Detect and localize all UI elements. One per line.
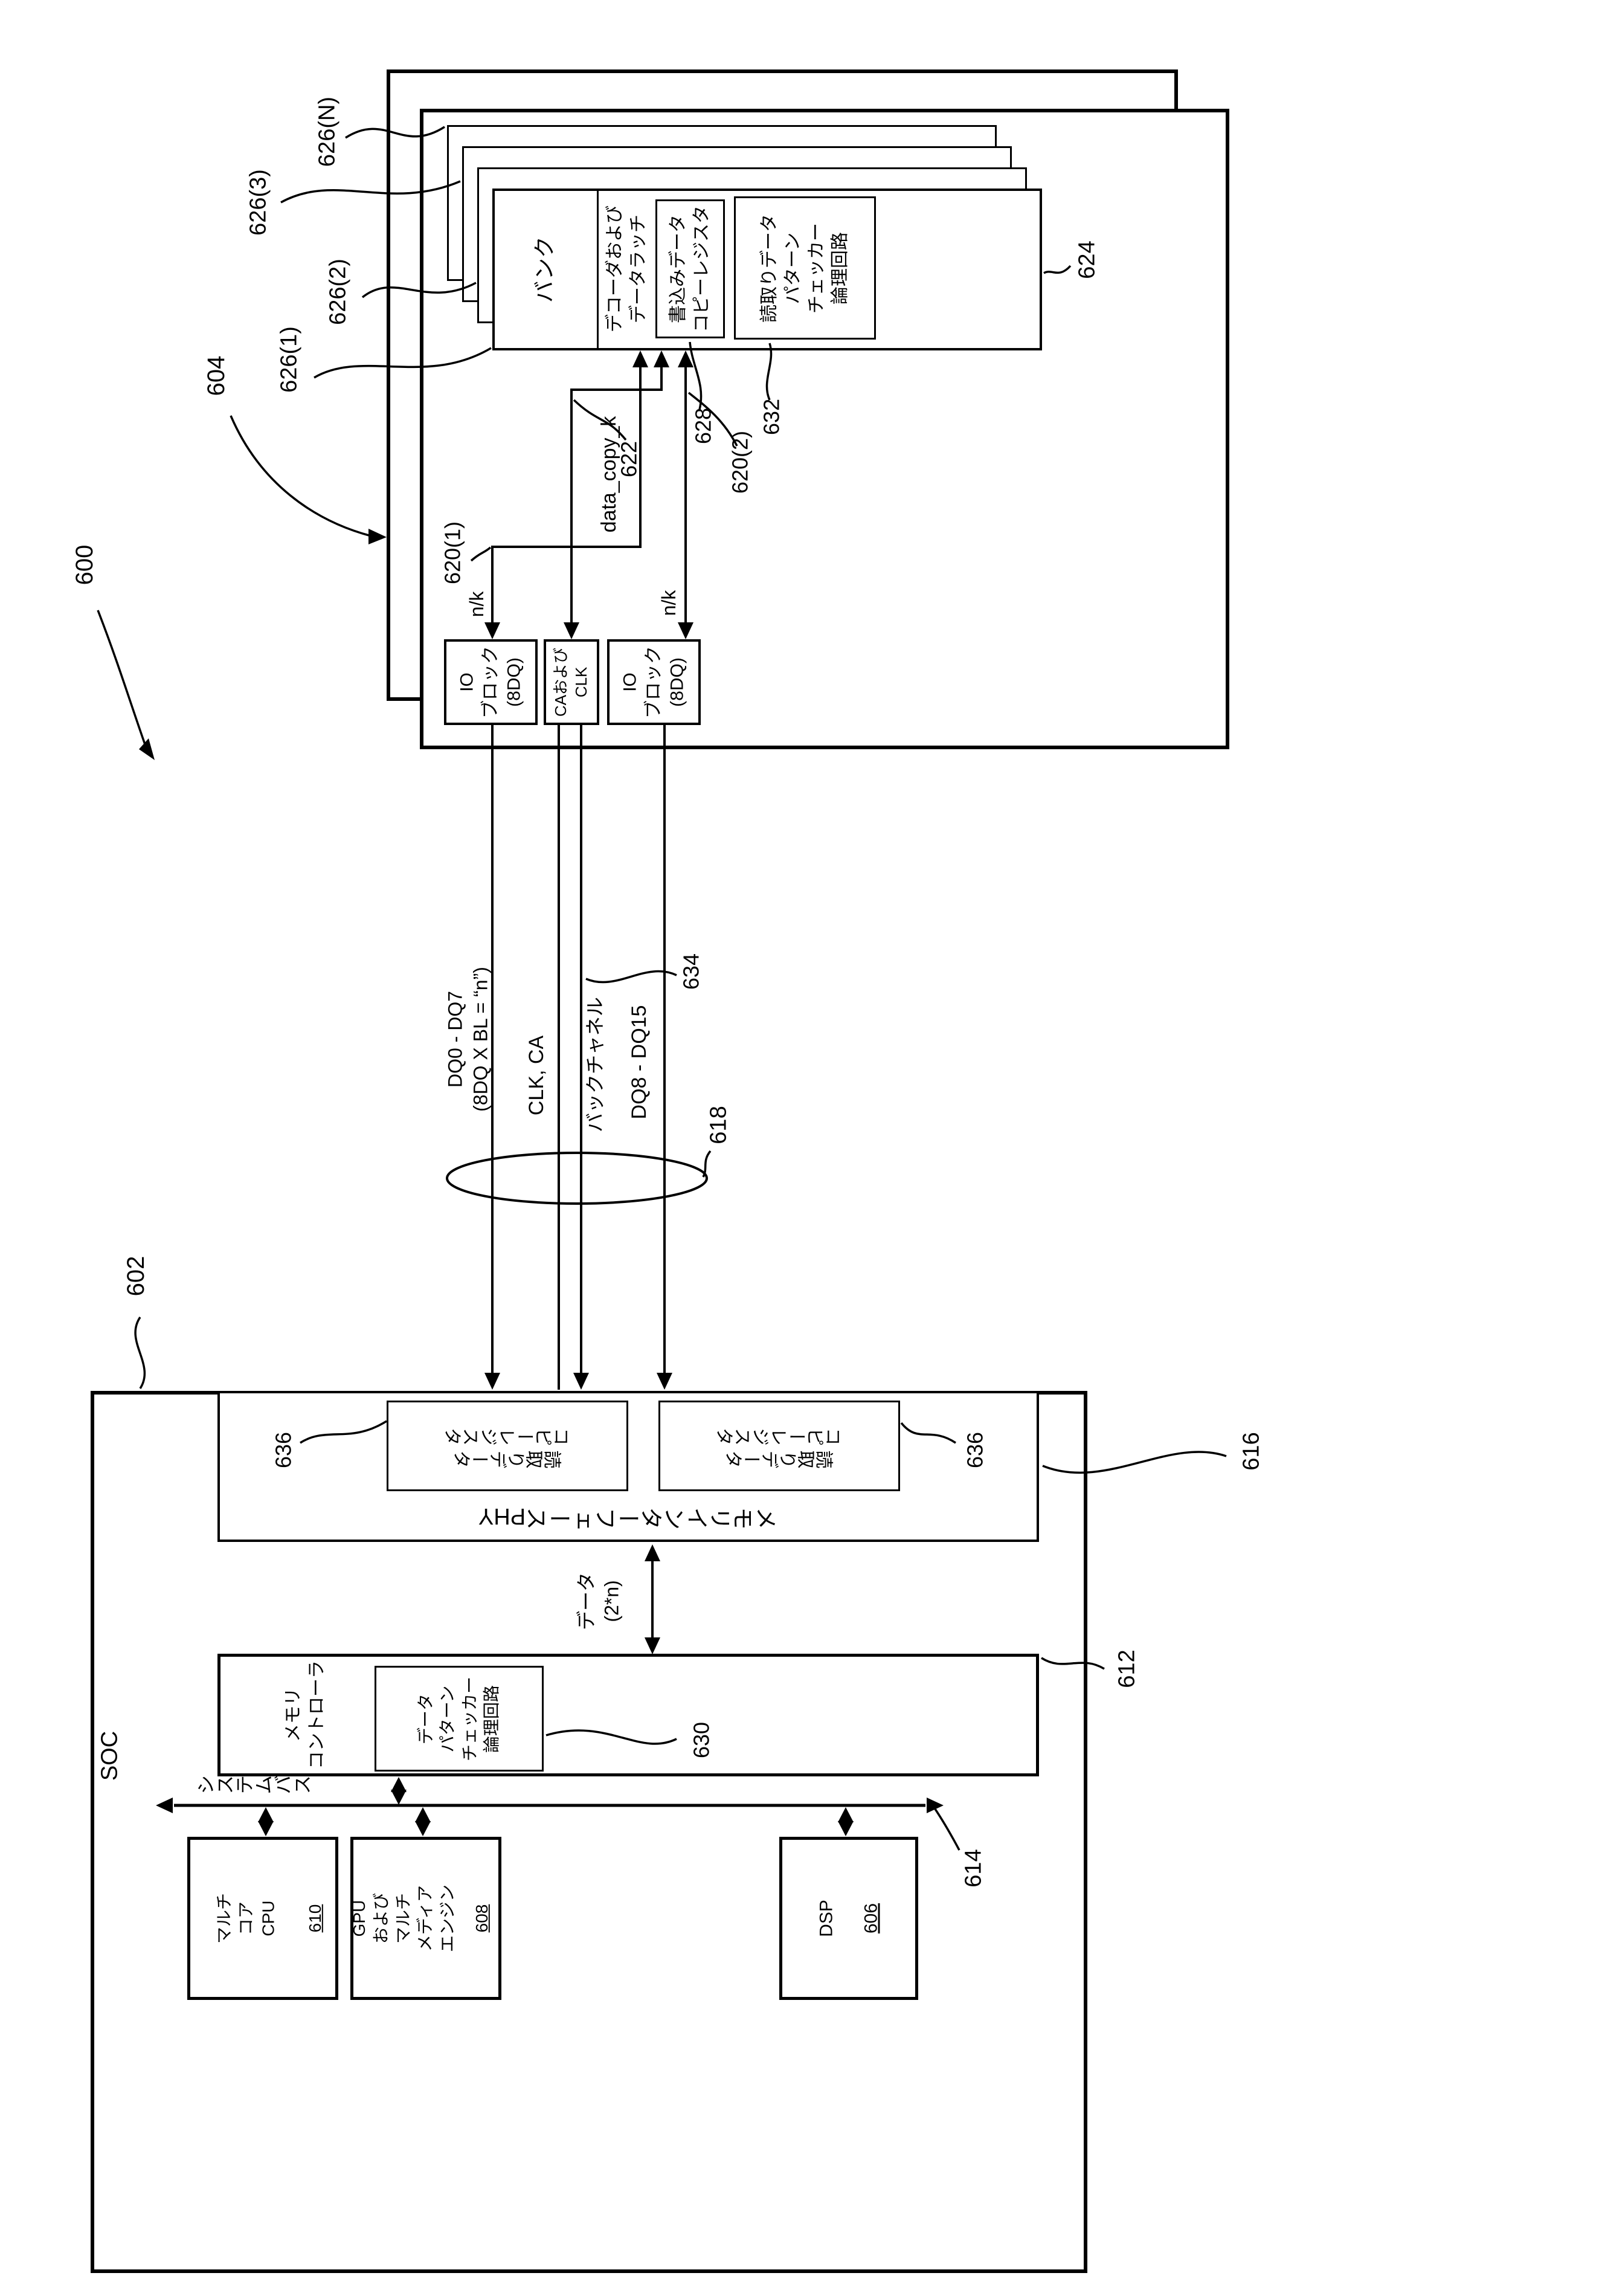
cpu-label: マルチ コア CPU xyxy=(214,1892,278,1944)
bank-label: バンク xyxy=(532,236,557,303)
soc-ref: 602 xyxy=(123,1256,149,1297)
bank-ref-2: 626(2) xyxy=(325,259,351,325)
ca-clk-ref: 622 xyxy=(616,440,642,478)
io2-ref: 620(2) xyxy=(727,430,753,494)
memory-controller-box xyxy=(217,1654,1039,1776)
phy-reg1-ref: 636 xyxy=(271,1431,296,1469)
read-pattern-checker-box xyxy=(734,196,876,340)
cpu-box xyxy=(187,1837,338,2000)
read-checker-ref: 632 xyxy=(759,398,784,436)
phy-reg1-label: 読取りデータ コピーレジスタ xyxy=(444,1425,571,1468)
write-copy-register-label: 書込みデータ コピーレジスタ xyxy=(668,205,712,332)
memory-interface-phy-box xyxy=(217,1391,1039,1542)
write-copy-ref: 628 xyxy=(690,407,716,445)
bus-back-channel-label: バックチャネル xyxy=(584,997,606,1132)
memory-controller-ref: 612 xyxy=(1114,1649,1140,1688)
dsp-ref: 606 xyxy=(861,1903,881,1934)
bus-bundle-ellipse xyxy=(446,1152,708,1205)
bus-dq-high-label: DQ8 - DQ15 xyxy=(627,1005,651,1120)
dsp-box xyxy=(779,1837,918,2000)
bank-ref-3: 626(3) xyxy=(245,169,271,236)
dsp-label: DSP xyxy=(816,1900,837,1937)
system-bus-ref: 614 xyxy=(960,1849,986,1888)
bus-clk-ca-label: CLK, CA xyxy=(524,1035,548,1116)
bank-ref-1: 626(1) xyxy=(276,326,302,393)
read-pattern-checker-label: 読取りデータ パターン チェッカー 論理回路 xyxy=(759,214,850,323)
dram-ref: 604 xyxy=(203,355,230,396)
phy-read-copy-register-box-2 xyxy=(658,1401,900,1491)
phy-mc-data-label: データ (2*n) xyxy=(575,1572,622,1631)
data-pattern-checker-box xyxy=(375,1666,544,1772)
memory-controller-label: メモリ コントローラ xyxy=(283,1660,327,1769)
write-data-copy-register-box xyxy=(655,199,725,338)
soc-label: SOC xyxy=(97,1730,123,1781)
ca-clk-box xyxy=(544,639,599,725)
ca-clk-label: CAおよび CLK xyxy=(552,647,590,717)
bank-divider-line xyxy=(597,189,599,350)
arrow-604 xyxy=(230,415,372,537)
gpu-box xyxy=(350,1837,501,2000)
squiggle-634 xyxy=(585,970,677,984)
io-block-2-box xyxy=(607,639,701,725)
io-block-1-box xyxy=(444,639,538,725)
io-block-2-label: IO ブロック (8DQ) xyxy=(620,646,687,718)
squiggle-602 xyxy=(134,1317,146,1389)
phy-reg2-ref: 636 xyxy=(962,1431,988,1469)
bus-ref: 618 xyxy=(706,1106,732,1144)
io1-width-label: n/k xyxy=(466,591,488,618)
bank-ref-n: 626(N) xyxy=(314,96,340,167)
periphery-ref: 624 xyxy=(1074,240,1100,279)
data-pattern-checker-label: データ パターン チェッカー 論理回路 xyxy=(416,1676,501,1762)
gpu-label: GPU および マルチ メディア エンジン xyxy=(350,1884,457,1953)
phy-label: メモリインターフェースPHY xyxy=(478,1503,779,1529)
decoder-label: デコーダおよび データラッチ xyxy=(605,205,648,332)
io2-width-label: n/k xyxy=(658,590,680,616)
bus-dq-low-label: DQ0 - DQ7 (8DQ X BL = “n”) xyxy=(444,967,491,1112)
back-channel-ref: 634 xyxy=(678,953,704,990)
arrow-600 xyxy=(97,610,146,745)
figure-ref: 600 xyxy=(71,544,98,585)
cpu-ref: 610 xyxy=(305,1904,324,1933)
system-bus-label: システムバス xyxy=(196,1775,312,1797)
squiggle-618 xyxy=(702,1150,712,1178)
phy-ref: 616 xyxy=(1238,1432,1264,1471)
checker-ref: 630 xyxy=(689,1721,714,1759)
phy-read-copy-register-box-1 xyxy=(387,1401,628,1491)
io-block-1-label: IO ブロック (8DQ) xyxy=(457,646,524,718)
gpu-ref: 608 xyxy=(472,1904,491,1933)
io1-ref: 620(1) xyxy=(440,521,465,585)
phy-reg2-label: 読取りデータ コピーレジスタ xyxy=(716,1425,843,1468)
